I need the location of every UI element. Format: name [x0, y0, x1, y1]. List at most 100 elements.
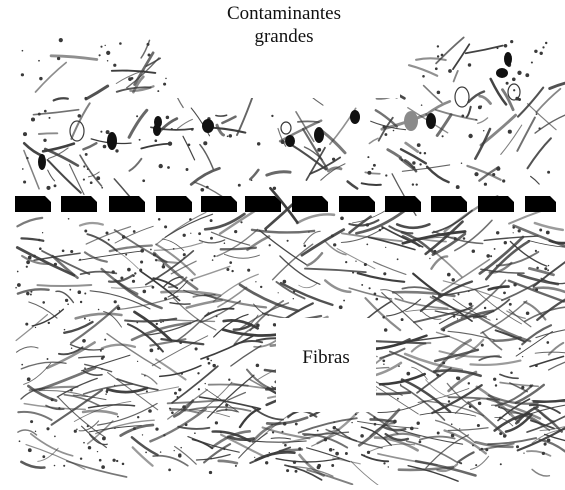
fine-particle [65, 299, 68, 302]
fine-particle [238, 184, 241, 187]
fine-particle [468, 63, 471, 66]
fine-particle [332, 158, 335, 161]
contaminant-fiber [348, 182, 358, 189]
fine-particle [352, 272, 354, 274]
fine-particle [215, 421, 218, 424]
fiber-strand [431, 256, 447, 268]
fine-particle [189, 218, 192, 221]
fine-particle [83, 179, 85, 181]
contaminant-fiber [437, 115, 451, 136]
fine-particle [503, 292, 506, 295]
fine-particle [383, 272, 386, 275]
fine-particle [64, 329, 66, 331]
fiber-strand [500, 374, 518, 378]
fine-particle [283, 422, 287, 426]
fine-particle [42, 455, 45, 458]
fine-particle [317, 430, 319, 432]
fine-particle [203, 141, 207, 145]
fine-particle [212, 259, 214, 261]
fine-particle [361, 284, 363, 286]
fine-particle [493, 378, 496, 381]
fine-particle [125, 254, 127, 256]
fine-particle [535, 288, 538, 291]
fine-particle [523, 452, 524, 453]
fine-particle [142, 179, 145, 182]
fine-particle [388, 466, 389, 467]
fine-particle [382, 359, 385, 362]
fine-particle [355, 413, 357, 415]
fine-particle [441, 54, 444, 57]
large-contaminant-particle [314, 127, 324, 143]
fine-particle [453, 315, 456, 318]
fine-particle [133, 230, 136, 233]
fine-particle [174, 392, 177, 395]
fine-particle [469, 405, 472, 408]
fine-particle [496, 231, 499, 234]
fine-particle [168, 469, 171, 472]
fiber-strand [47, 342, 94, 368]
contaminant-fiber [71, 103, 89, 139]
fine-particle [106, 130, 110, 134]
fine-particle [22, 168, 24, 170]
fine-particle [542, 452, 545, 455]
fine-particle [254, 457, 255, 458]
fine-particle [442, 361, 445, 364]
fine-particle [47, 358, 49, 360]
fine-particle [99, 459, 102, 462]
fine-particle [485, 448, 488, 451]
fine-particle [107, 60, 109, 62]
fine-particle [499, 417, 502, 420]
screen-bar [385, 196, 421, 212]
fiber-strand [21, 462, 44, 468]
fine-particle [442, 329, 445, 332]
fine-particle [519, 348, 521, 350]
fine-particle [162, 263, 164, 265]
fine-particle [484, 183, 487, 186]
fine-particle [142, 434, 143, 435]
fine-particle [481, 448, 483, 450]
fine-particle [182, 405, 186, 409]
fine-particle [69, 289, 71, 291]
fine-particle [542, 46, 544, 48]
fine-particle [256, 323, 260, 327]
fiber-strand [31, 434, 73, 456]
contaminant-fiber [222, 117, 235, 123]
contaminant-fiber [436, 110, 477, 120]
fine-particle [461, 163, 462, 164]
fine-particle [225, 409, 227, 411]
screen-bar [525, 196, 556, 212]
fine-particle [167, 166, 170, 169]
contaminant-fiber [216, 115, 227, 116]
screen-bar [478, 196, 514, 212]
fine-particle [293, 461, 296, 464]
fine-particle [122, 235, 126, 239]
fine-particle [340, 216, 344, 220]
fine-particle [127, 268, 131, 272]
fiber-strand [325, 280, 350, 292]
fine-particle [195, 347, 198, 350]
fine-particle [481, 344, 484, 347]
fiber-strand [82, 355, 130, 371]
fine-particle [140, 249, 144, 253]
fine-particle [43, 139, 46, 142]
fine-particle [87, 425, 89, 427]
fiber-strand [458, 452, 473, 462]
fine-particle [468, 382, 470, 384]
fine-particle [84, 97, 87, 100]
fine-particle [451, 423, 453, 425]
fine-particle [132, 280, 135, 283]
fine-particle [492, 173, 495, 176]
fine-particle [504, 241, 507, 244]
fine-particle [548, 265, 549, 266]
fine-particle [267, 456, 269, 458]
fine-particle [150, 249, 152, 251]
screen-bar [61, 196, 97, 212]
fiber-strand [168, 390, 208, 419]
fine-particle [23, 132, 27, 136]
fine-particle [33, 255, 36, 258]
fine-particle [273, 187, 276, 190]
fine-particle [225, 404, 228, 407]
large-contaminant-particle [153, 124, 161, 136]
fine-particle [153, 253, 156, 256]
fine-particle [84, 318, 86, 320]
